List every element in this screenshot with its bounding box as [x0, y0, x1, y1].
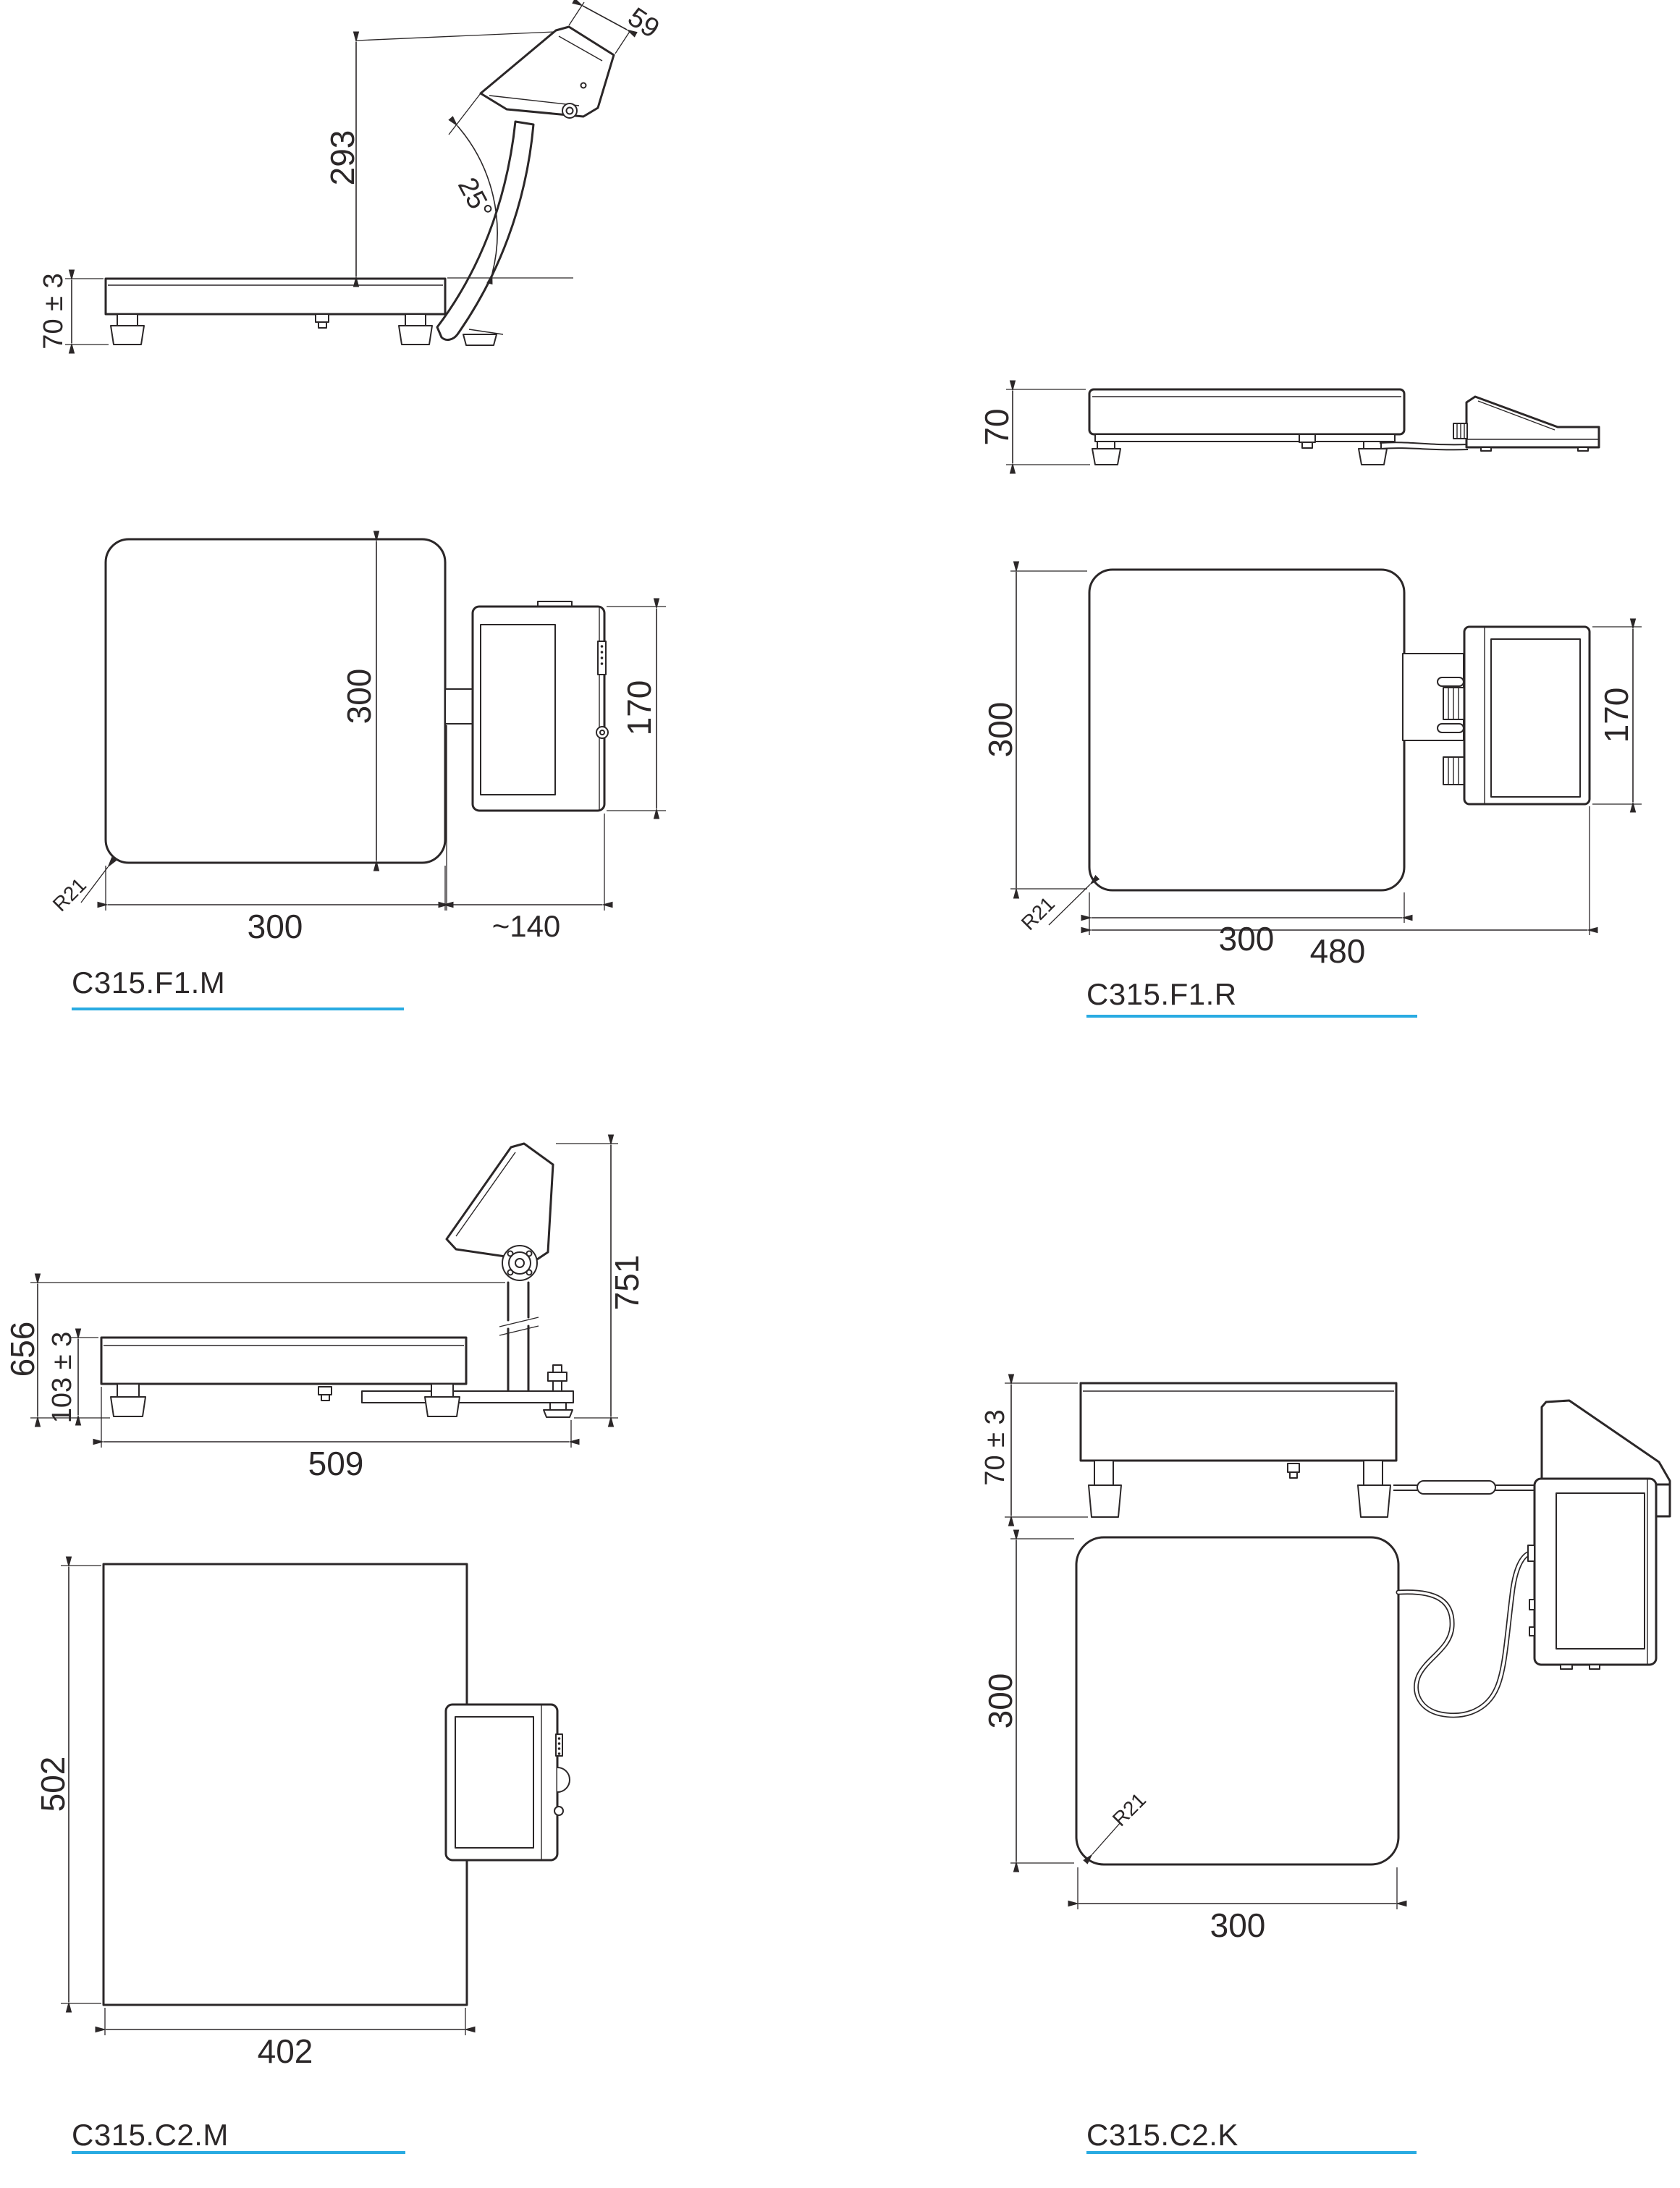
c2m-dim-platform-height: 103 ± 3 — [47, 1332, 77, 1424]
c2m-top-knob — [557, 1767, 570, 1793]
f1m-column-foot — [463, 334, 497, 346]
model-underline-c2k — [1086, 2151, 1417, 2154]
model-underline-c2m — [72, 2151, 405, 2154]
f1m-dim-pan-depth: 300 — [340, 669, 378, 725]
f1r-top-platform — [1088, 568, 1406, 892]
c2k-load-cell-stub — [1287, 1463, 1300, 1473]
c2k-display-head — [1540, 1399, 1671, 1486]
c2m-base-frame — [361, 1390, 574, 1403]
f1m-top-bracket — [444, 688, 473, 725]
c2m-side-view: 656 103 ± 3 751 509 — [4, 1134, 646, 1482]
f1m-dim-pan-width: 300 — [248, 908, 303, 945]
f1r-underframe — [1094, 434, 1396, 442]
f1m-foot-leg — [405, 313, 426, 326]
f1m-dim-corner-radius: R21 — [48, 874, 90, 916]
model-label-c2m: C315.C2.M — [72, 2118, 229, 2152]
c2k-top-platform — [1075, 1536, 1400, 1866]
c2k-dim-pan-width: 300 — [1210, 1906, 1266, 1944]
model-label-f1r: C315.F1.R — [1086, 977, 1237, 1011]
c2k-cable — [1396, 1550, 1532, 1718]
f1m-dim-display-depth: 59 — [622, 2, 665, 44]
c2k-top-display — [1533, 1477, 1658, 1666]
c2k-link-plate — [1417, 1480, 1496, 1495]
c2m-top-view: 502 402 — [34, 1556, 570, 2070]
f1m-dim-head-height: 170 — [620, 680, 658, 736]
f1m-dim-height: 293 — [324, 130, 361, 186]
f1m-display-head — [479, 25, 615, 118]
f1m-dim-tilt-angle: 25° — [452, 173, 498, 224]
f1m-top-knob — [596, 726, 609, 739]
c2m-dim-pan-depth: 502 — [34, 1757, 72, 1812]
c2m-top-platform — [102, 1563, 468, 2006]
f1r-adjust-knob — [1443, 756, 1466, 785]
f1m-column — [436, 120, 535, 341]
c2m-platform — [100, 1336, 468, 1385]
f1r-foot-pad — [1358, 448, 1388, 465]
f1r-dim-platform-height: 70 — [978, 408, 1016, 445]
f1m-top-platform — [104, 538, 447, 864]
model-label-f1m: C315.F1.M — [72, 966, 226, 1000]
c2m-dim-overall-height: 751 — [608, 1255, 646, 1311]
c2k-cable-gland — [1527, 1545, 1535, 1562]
f1r-load-cell-stub — [1299, 434, 1316, 443]
f1m-platform — [104, 277, 447, 316]
model-label-c2k: C315.C2.K — [1086, 2118, 1238, 2152]
f1m-load-cell-stub — [315, 313, 329, 323]
f1m-dim-head-offset: ~140 — [492, 909, 561, 943]
f1r-adjust-knob — [1443, 687, 1466, 720]
model-underline-f1r — [1086, 1015, 1417, 1018]
f1r-top-display — [1463, 625, 1591, 806]
f1r-top-display-screen — [1490, 638, 1581, 798]
f1r-dim-corner-radius: R21 — [1017, 892, 1059, 934]
f1r-dim-head-height: 170 — [1597, 688, 1635, 743]
f1r-top-view: 300 170 300 480 R21 — [982, 561, 1642, 970]
c2m-foot-pad — [424, 1396, 460, 1417]
c2m-dim-base-width: 509 — [308, 1445, 364, 1482]
model-underline-f1m — [72, 1008, 404, 1010]
c2m-column-foot-pad — [543, 1409, 573, 1418]
f1r-dim-overall-width: 480 — [1310, 932, 1366, 970]
c2m-top-display-screen — [455, 1716, 534, 1849]
f1r-dim-pan-depth: 300 — [982, 702, 1019, 758]
c2m-display-head — [445, 1142, 554, 1262]
f1r-foot-pad — [1092, 448, 1121, 465]
f1m-foot-pad — [398, 325, 433, 345]
c2k-dim-platform-height: 70 ± 3 — [980, 1409, 1010, 1485]
c2m-hinge-plate — [502, 1245, 538, 1281]
c2m-top-display — [444, 1703, 559, 1862]
f1m-top-view: 300 170 300 ~140 R21 — [48, 531, 666, 945]
f1m-dim-platform-height: 70 ± 3 — [38, 273, 69, 349]
f1r-side-view: 70 — [978, 380, 1600, 474]
f1m-top-display-screen — [480, 624, 556, 795]
f1r-dim-pan-width: 300 — [1219, 920, 1275, 958]
f1m-foot-pad — [110, 325, 145, 345]
c2k-foot-pad — [1088, 1484, 1122, 1518]
c2m-load-cell-stub — [318, 1386, 332, 1395]
f1m-side-view: 293 59 25° 70 ± 3 — [38, 0, 665, 354]
f1m-hinge-pivot — [562, 103, 578, 119]
f1m-foot-leg — [117, 313, 138, 326]
f1m-top-display — [471, 605, 606, 812]
c2k-top-view: 300 R21 300 — [982, 1477, 1658, 1944]
c2k-dim-pan-depth: 300 — [982, 1673, 1019, 1729]
c2k-platform — [1079, 1382, 1398, 1462]
c2m-foot-pad — [110, 1396, 146, 1417]
c2m-dim-column-height: 656 — [4, 1322, 41, 1377]
c2m-dim-pan-width: 402 — [258, 2032, 313, 2070]
c2m-top-connector — [555, 1733, 563, 1757]
c2k-top-display-screen — [1556, 1492, 1645, 1650]
c2k-foot-pad — [1357, 1484, 1391, 1518]
